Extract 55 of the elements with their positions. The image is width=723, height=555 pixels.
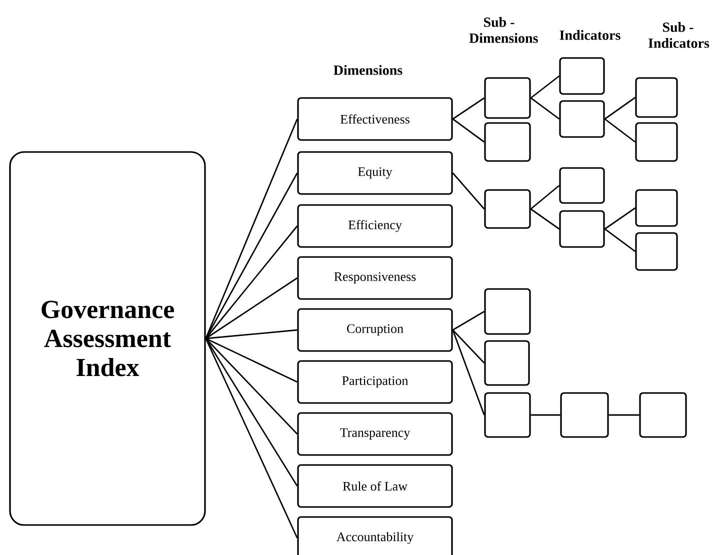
dimension-box: Effectiveness	[297, 97, 453, 141]
connector-line	[205, 277, 298, 340]
index-box: Governance Assessment Index	[9, 151, 206, 526]
column-heading: Indicators	[560, 30, 620, 40]
connector-line	[452, 330, 485, 364]
empty-box	[635, 122, 678, 162]
empty-box	[635, 232, 678, 271]
dimension-box: Participation	[297, 360, 453, 404]
connector-line	[205, 226, 298, 339]
connector-line	[452, 118, 485, 143]
dimension-box: Transparency	[297, 412, 453, 456]
empty-box	[560, 392, 609, 438]
empty-box	[559, 167, 605, 204]
dimension-box: Accountability	[297, 516, 453, 555]
connector-line	[604, 96, 636, 120]
dimension-box: Rule of Law	[297, 464, 453, 508]
connector-line	[604, 118, 636, 143]
connector-line	[206, 329, 298, 340]
empty-box	[484, 122, 531, 162]
empty-box	[639, 392, 687, 438]
connector-line	[530, 97, 560, 120]
connector-line	[530, 184, 560, 210]
connector-line	[530, 75, 560, 99]
connector-line	[206, 338, 298, 383]
connector-line	[205, 338, 298, 434]
connector-line	[530, 208, 560, 230]
connector-line	[608, 414, 640, 416]
dimension-box: Equity	[297, 151, 453, 195]
connector-line	[530, 414, 560, 416]
empty-box	[559, 100, 605, 138]
connector-line	[604, 228, 636, 252]
empty-box	[484, 392, 531, 438]
connector-line	[604, 207, 636, 230]
empty-box	[484, 189, 531, 229]
column-heading: Dimensions	[334, 65, 402, 75]
connector-line	[452, 97, 485, 120]
column-heading: Sub - Indicators	[648, 22, 710, 48]
empty-box	[484, 77, 531, 119]
empty-box	[484, 288, 531, 335]
connector-line	[205, 118, 298, 339]
connector-line	[205, 338, 298, 538]
empty-box	[559, 210, 605, 248]
connector-line	[205, 172, 298, 339]
column-heading: Sub - Dimensions	[469, 17, 538, 43]
connector-line	[452, 172, 485, 210]
dimension-box: Corruption	[297, 308, 453, 352]
dimension-box: Responsiveness	[297, 256, 453, 300]
empty-box	[635, 77, 678, 118]
connector-line	[452, 310, 485, 331]
dimension-box: Efficiency	[297, 204, 453, 248]
empty-box	[635, 189, 678, 227]
connector-line	[452, 330, 485, 416]
empty-box	[559, 57, 605, 95]
empty-box	[484, 340, 530, 386]
connector-line	[205, 338, 298, 486]
